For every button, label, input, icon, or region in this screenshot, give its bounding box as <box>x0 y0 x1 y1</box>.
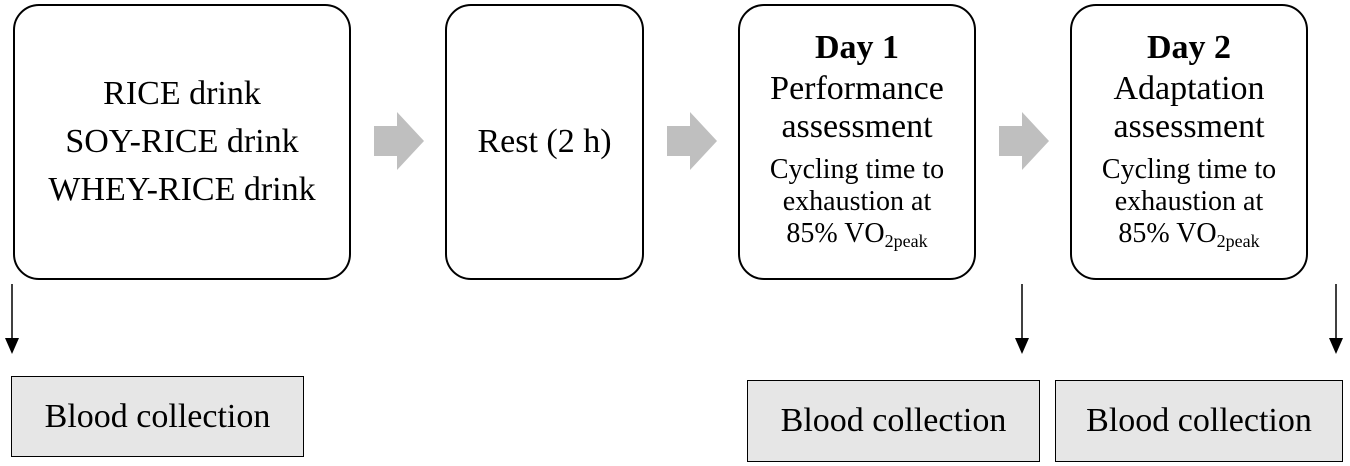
day2-detail-line2: exhaustion at <box>1114 186 1264 217</box>
flow-arrow-3 <box>999 112 1049 170</box>
drink-soy-rice: SOY-RICE drink <box>65 123 299 160</box>
day1-box: Day 1 Performance assessment Cycling tim… <box>738 4 976 280</box>
down-arrow-1 <box>5 284 19 354</box>
day1-heading-line2: assessment <box>781 108 933 145</box>
day2-detail-line1: Cycling time to <box>1101 154 1277 185</box>
day2-box: Day 2 Adaptation assessment Cycling time… <box>1070 4 1308 280</box>
flow-arrow-2 <box>667 112 717 170</box>
drink-whey-rice: WHEY-RICE drink <box>48 171 316 208</box>
down-arrow-2 <box>1015 284 1029 354</box>
rest-label: Rest (2 h) <box>477 123 612 160</box>
blood-collection-box-1: Blood collection <box>11 376 304 457</box>
drink-rice: RICE drink <box>103 75 261 112</box>
rest-box: Rest (2 h) <box>445 4 644 280</box>
day1-detail-line2: exhaustion at <box>782 186 932 217</box>
day1-title: Day 1 <box>814 29 900 66</box>
day1-intensity: 85% VO2peak <box>786 218 928 251</box>
blood-collection-label-3: Blood collection <box>1086 402 1312 439</box>
day1-detail-line1: Cycling time to <box>769 154 945 185</box>
blood-collection-label-1: Blood collection <box>44 397 271 435</box>
blood-collection-box-2: Blood collection <box>747 380 1040 462</box>
flow-arrow-1 <box>374 112 424 170</box>
day2-heading-line1: Adaptation <box>1113 70 1265 107</box>
blood-collection-box-3: Blood collection <box>1055 380 1343 462</box>
blood-collection-label-2: Blood collection <box>780 402 1007 439</box>
day2-title: Day 2 <box>1146 29 1232 66</box>
day2-intensity: 85% VO2peak <box>1118 218 1260 251</box>
drinks-box: RICE drink SOY-RICE drink WHEY-RICE drin… <box>13 4 351 280</box>
day1-heading-line1: Performance <box>770 70 944 107</box>
down-arrow-3 <box>1329 284 1343 354</box>
day2-heading-line2: assessment <box>1113 108 1265 145</box>
